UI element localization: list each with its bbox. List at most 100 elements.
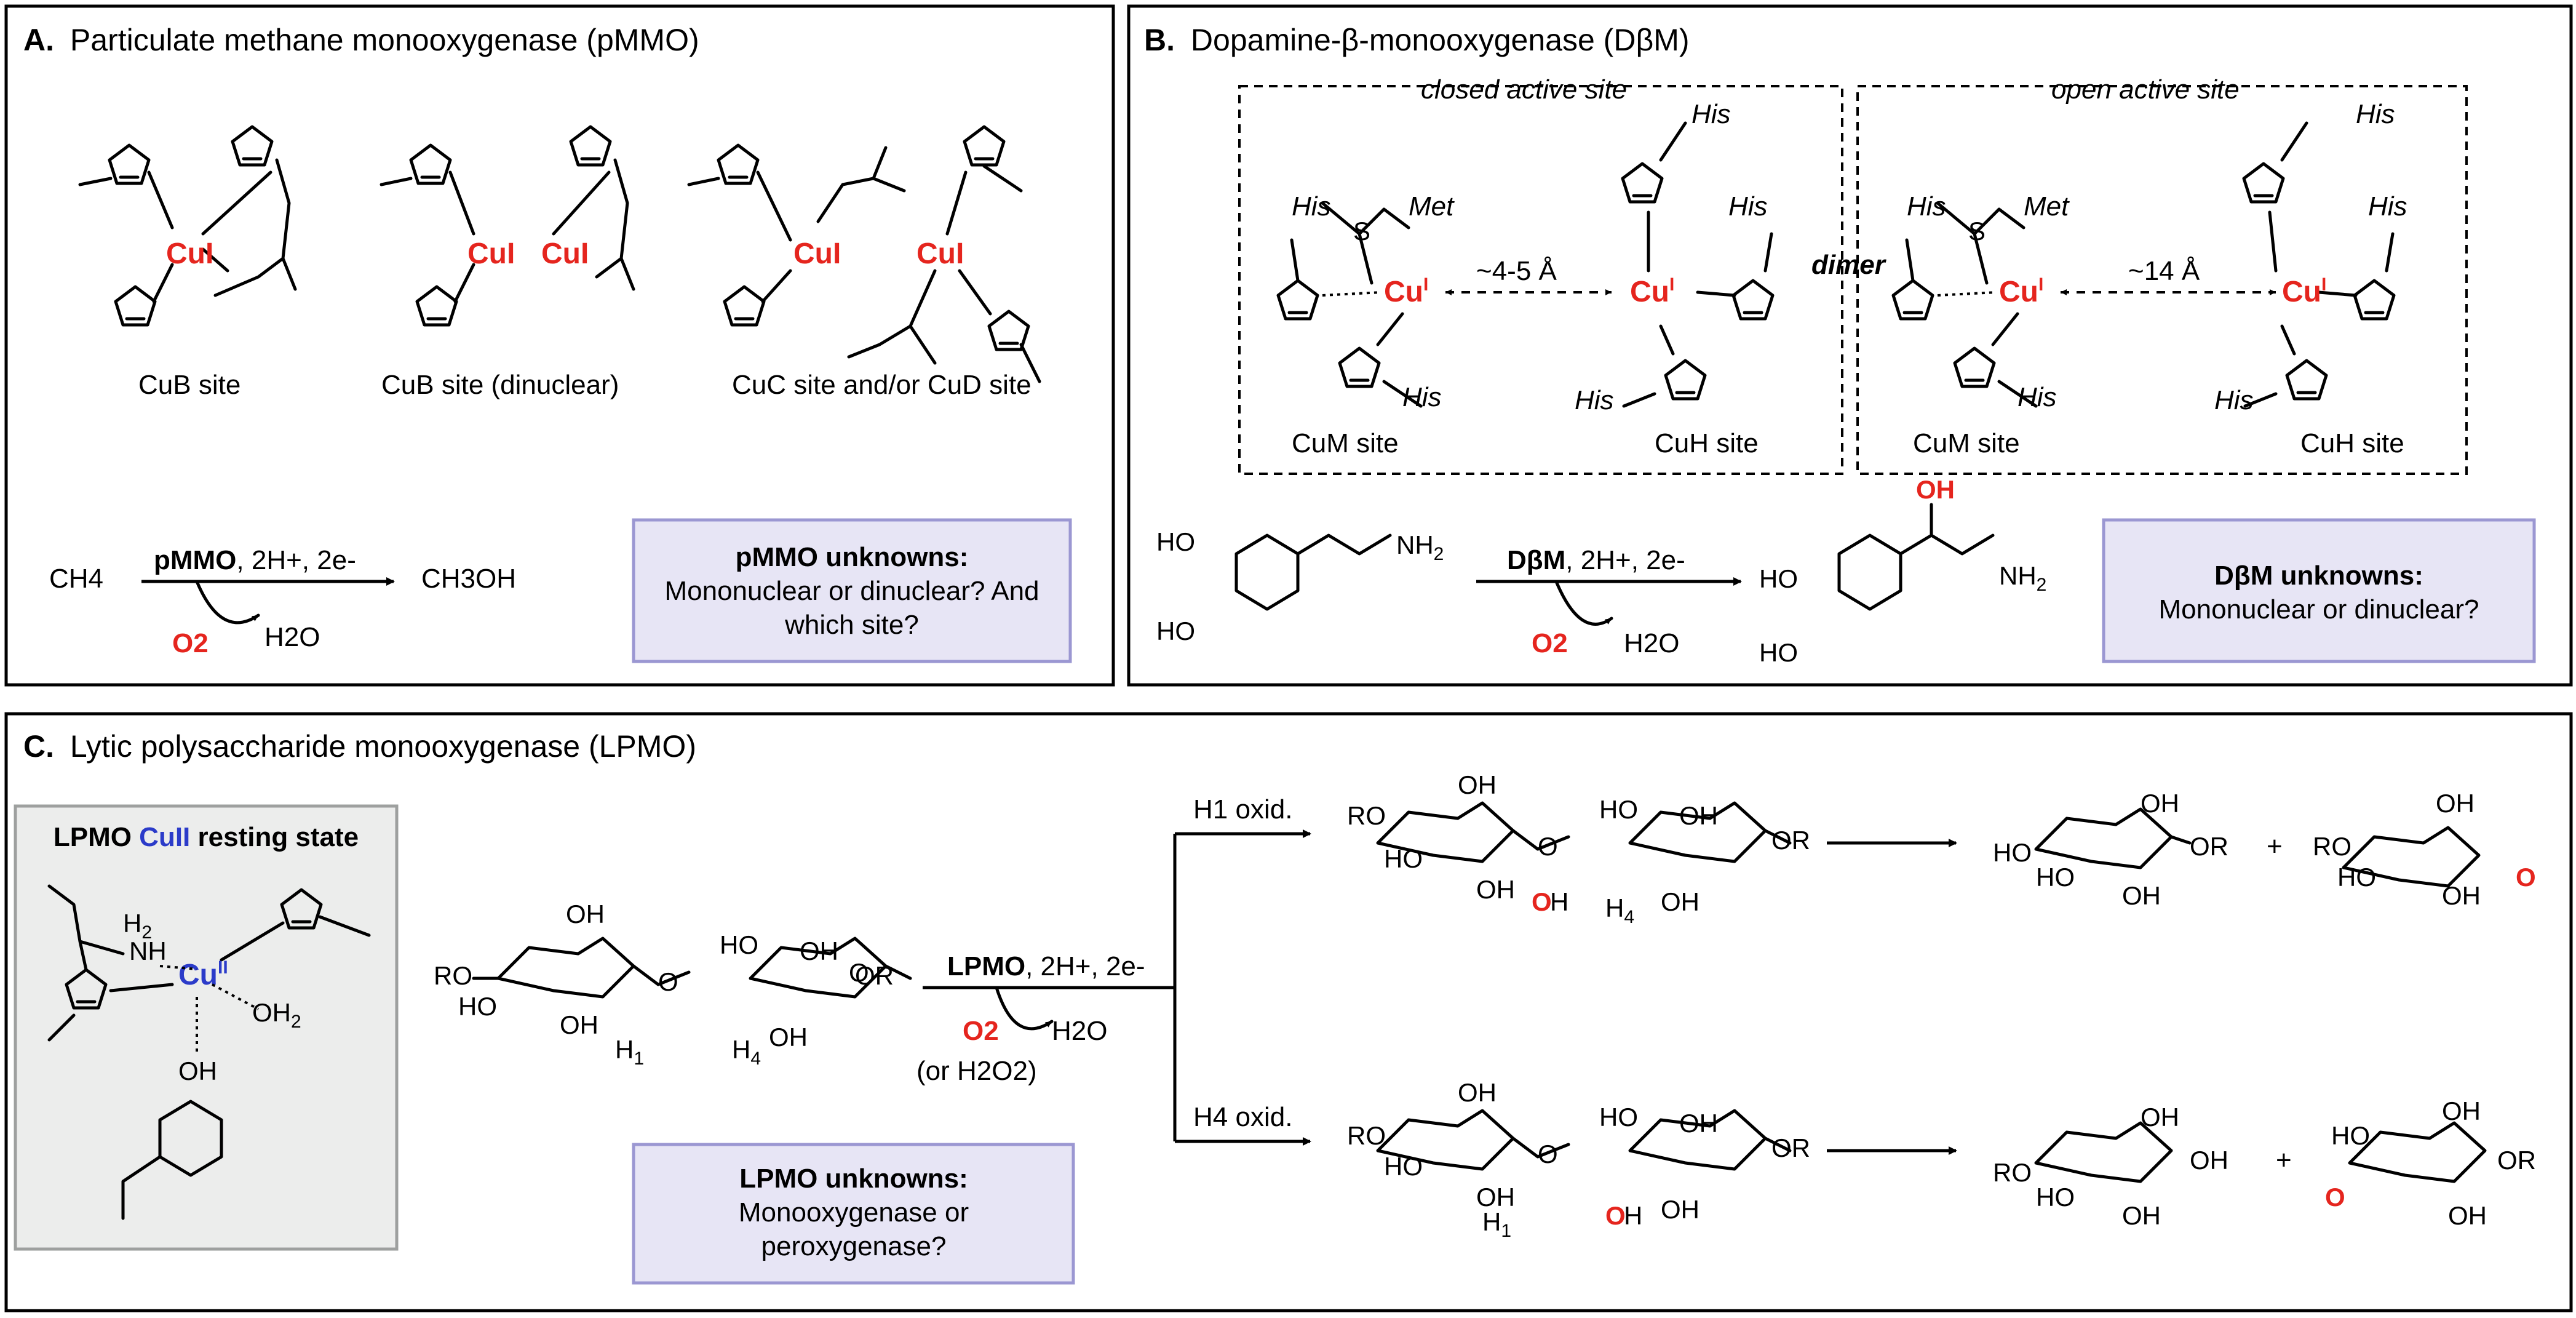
svg-text:OH: OH <box>2190 1146 2228 1175</box>
h2o-label: H2O <box>1624 628 1679 658</box>
panel-b: B. Dopamine-β-monooxygenase (DβM) closed… <box>1127 4 2573 687</box>
svg-text:HO: HO <box>1384 844 1423 873</box>
dbm-unknowns-box: DβM unknowns: Mononuclear or dinuclear? <box>2102 518 2536 663</box>
svg-text:OH: OH <box>2141 1103 2179 1132</box>
panel-c-title-text: Lytic polysaccharide monooxygenase (LPMO… <box>70 729 696 764</box>
o2-label: O2 <box>1532 628 1568 658</box>
his-label: His <box>1907 191 1946 222</box>
svg-text:O: O <box>1538 1140 1558 1168</box>
svg-text:OR: OR <box>1771 1133 1810 1162</box>
svg-text:H1: H1 <box>615 1035 644 1069</box>
cub-dinuclear-structure: CuI CuI CuB site (dinuclear) <box>380 127 635 400</box>
o2-label: O2 <box>172 628 209 658</box>
svg-text:O: O <box>849 958 869 987</box>
svg-text:HO: HO <box>1759 638 1798 667</box>
svg-text:RO: RO <box>1347 801 1386 830</box>
cu-label: CuI <box>793 238 841 270</box>
svg-text:RO: RO <box>1347 1121 1386 1150</box>
svg-text:HO: HO <box>2337 863 2376 892</box>
svg-text:OH: OH <box>1476 875 1515 904</box>
dimer-label: dimer <box>1811 250 1887 280</box>
cu-label: CuI <box>1630 274 1674 308</box>
pmmo-unknowns-box: pMMO unknowns: Mononuclear or dinuclear?… <box>632 518 1072 663</box>
unknowns-line: Mononuclear or dinuclear? <box>2159 594 2479 625</box>
site3-label: CuC site and/or CuD site <box>732 370 1032 400</box>
svg-text:OH: OH <box>2122 881 2161 910</box>
dbm-conditions: DβM, 2H+, 2e- <box>1507 545 1685 575</box>
his-label: His <box>1575 385 1614 415</box>
svg-text:RO: RO <box>2313 832 2351 861</box>
site1-label: CuB site <box>138 370 241 400</box>
svg-text:O: O <box>1538 832 1558 861</box>
svg-text:O: O <box>2325 1183 2345 1212</box>
h4-oxidation-label: H4 oxid. <box>1193 1102 1292 1132</box>
svg-text:HO: HO <box>1993 838 2032 867</box>
o2-label: O2 <box>963 1016 999 1046</box>
svg-text:NH2: NH2 <box>1999 561 2046 595</box>
svg-text:OH: OH <box>178 1056 217 1085</box>
svg-text:OH: OH <box>800 937 838 965</box>
unknowns-title: pMMO unknowns: <box>736 542 969 572</box>
svg-text:OH: OH <box>2122 1201 2161 1230</box>
svg-text:HO: HO <box>720 930 758 959</box>
svg-text:O: O <box>1605 1201 1626 1230</box>
svg-text:OH: OH <box>1916 475 1955 504</box>
svg-text:OH: OH <box>2141 789 2179 818</box>
panel-b-title-text: Dopamine-β-monooxygenase (DβM) <box>1191 23 1690 57</box>
closed-cum-structure: His Met S His CuI CuM site <box>1278 191 1455 458</box>
lpmo-unknowns-box: LPMO unknowns: Monooxygenase or peroxyge… <box>632 1143 1075 1285</box>
cellobiose-substrate: RO HO OH H1 OH O HO OH O OR H4 OH <box>434 900 912 1069</box>
his-label: His <box>1728 191 1768 222</box>
unknowns-title: LPMO unknowns: <box>739 1164 968 1194</box>
svg-text:S: S <box>1353 217 1370 246</box>
conditions: , 2H+, 2e- <box>1565 545 1685 575</box>
distance-open: ~14 Å <box>2128 256 2200 286</box>
svg-text:OH: OH <box>1661 1195 1699 1224</box>
panel-b-letter: B. <box>1144 23 1175 57</box>
panel-a-title: A. Particulate methane monooxygenase (pM… <box>23 23 699 57</box>
panel-a: A. Particulate methane monooxygenase (pM… <box>4 4 1115 687</box>
svg-text:HO: HO <box>1156 617 1195 645</box>
panel-c: C. Lytic polysaccharide monooxygenase (L… <box>4 712 2573 1312</box>
unknowns-title: DβM unknowns: <box>2214 561 2423 591</box>
svg-text:H: H <box>1624 1201 1642 1230</box>
panel-b-title: B. Dopamine-β-monooxygenase (DβM) <box>1144 23 1690 57</box>
svg-text:HO: HO <box>458 992 497 1021</box>
svg-text:OH: OH <box>769 1023 808 1052</box>
open-cuh-structure: His His His CuI CuH site <box>2214 99 2407 458</box>
cu-label: CuI <box>166 238 213 270</box>
svg-text:+: + <box>2267 831 2283 861</box>
product: CH3OH <box>421 564 516 594</box>
resting-suffix: resting state <box>190 822 359 852</box>
his-label: His <box>2017 382 2057 412</box>
svg-text:S: S <box>1968 217 1986 246</box>
h4-oxidized-disaccharide: RO HO OH O OH H1 HO OH OR OH OH <box>1347 1078 1957 1241</box>
pmmo-reaction: CH4 pMMO, 2H+, 2e- O2 H2O CH3OH <box>49 545 516 658</box>
his-label: His <box>1292 191 1331 222</box>
h1-oxidized-disaccharide: RO HO OH OH O OH HO OH OR H4 OH <box>1347 770 1957 927</box>
svg-text:H4: H4 <box>732 1035 761 1069</box>
panel-a-letter: A. <box>23 23 54 57</box>
svg-text:RO: RO <box>434 961 472 990</box>
cuc-cud-structure: CuI CuI CuC site and/or CuD site <box>687 127 1041 400</box>
svg-text:OH: OH <box>1679 1109 1718 1138</box>
lpmo-resting-state-box: LPMO CuII resting state NH H2 CuII OH2 O… <box>14 804 399 1251</box>
svg-text:NH: NH <box>129 937 167 965</box>
cuh-site-label: CuH site <box>1655 428 1759 458</box>
his-label: His <box>2368 191 2407 222</box>
cu-label: CuI <box>1384 274 1428 308</box>
svg-text:HO: HO <box>1156 527 1195 556</box>
open-site-label: open active site <box>2051 74 2240 105</box>
closed-site-label: closed active site <box>1421 74 1627 105</box>
resting-cu: CuII <box>139 822 190 852</box>
his-label: His <box>2214 385 2254 415</box>
unknowns-line: peroxygenase? <box>761 1231 947 1261</box>
cu-label: CuI <box>467 238 515 270</box>
svg-text:OH: OH <box>1661 887 1699 916</box>
open-site-box <box>1856 85 2468 475</box>
h2o-label: H2O <box>264 622 320 652</box>
enzyme-name: pMMO <box>154 545 236 575</box>
cu-label: CuI <box>541 238 589 270</box>
cum-site-label: CuM site <box>1292 428 1399 458</box>
his-label: His <box>1691 99 1731 129</box>
